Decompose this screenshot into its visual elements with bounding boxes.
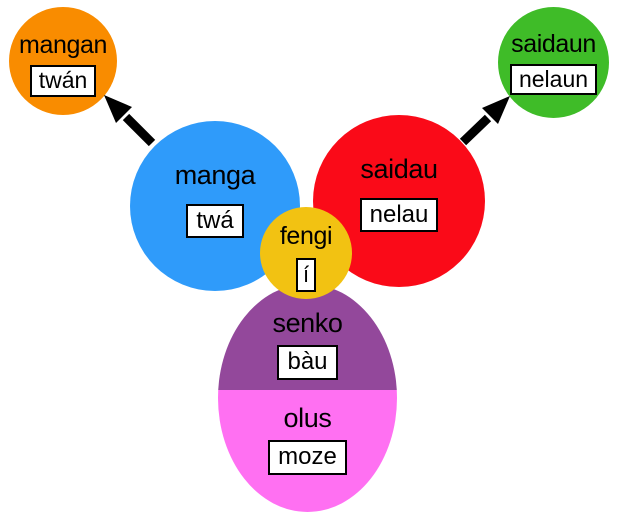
node-saidau: saidau nelau	[313, 115, 485, 287]
node-label-saidaun: saidaun	[511, 29, 596, 58]
arrow-head-icon	[104, 95, 132, 123]
node-label-senko: senko	[272, 308, 343, 339]
arrow-saidau-to-saidaun	[459, 96, 510, 146]
node-label-manga: manga	[174, 159, 256, 190]
gloss-box-senko: bàu	[277, 345, 338, 380]
gloss-box-olus: moze	[268, 440, 347, 475]
arrow-manga-to-mangan	[104, 95, 156, 147]
node-saidaun: saidaun nelaun	[498, 7, 609, 118]
gloss-box-saidaun: nelaun	[509, 63, 598, 96]
node-senko-olus-oval: senko bàu olus moze	[218, 284, 397, 512]
node-label-fengi: fengi	[279, 222, 333, 251]
gloss-box-mangan: twán	[29, 65, 97, 97]
arrow-shaft	[459, 114, 492, 146]
node-mangan: mangan twán	[9, 7, 117, 115]
gloss-box-manga: twá	[186, 203, 244, 239]
node-senko: senko bàu	[218, 284, 397, 390]
node-olus: olus moze	[218, 390, 397, 512]
arrow-head-icon	[482, 96, 510, 124]
arrow-shaft	[122, 113, 156, 147]
gloss-box-fengi: í	[295, 257, 317, 292]
gloss-box-saidau: nelau	[359, 197, 439, 233]
node-label-mangan: mangan	[19, 31, 107, 60]
node-manga: manga twá	[130, 121, 300, 291]
node-label-saidau: saidau	[360, 153, 438, 184]
node-fengi: fengi í	[260, 207, 352, 299]
node-label-olus: olus	[283, 403, 332, 434]
